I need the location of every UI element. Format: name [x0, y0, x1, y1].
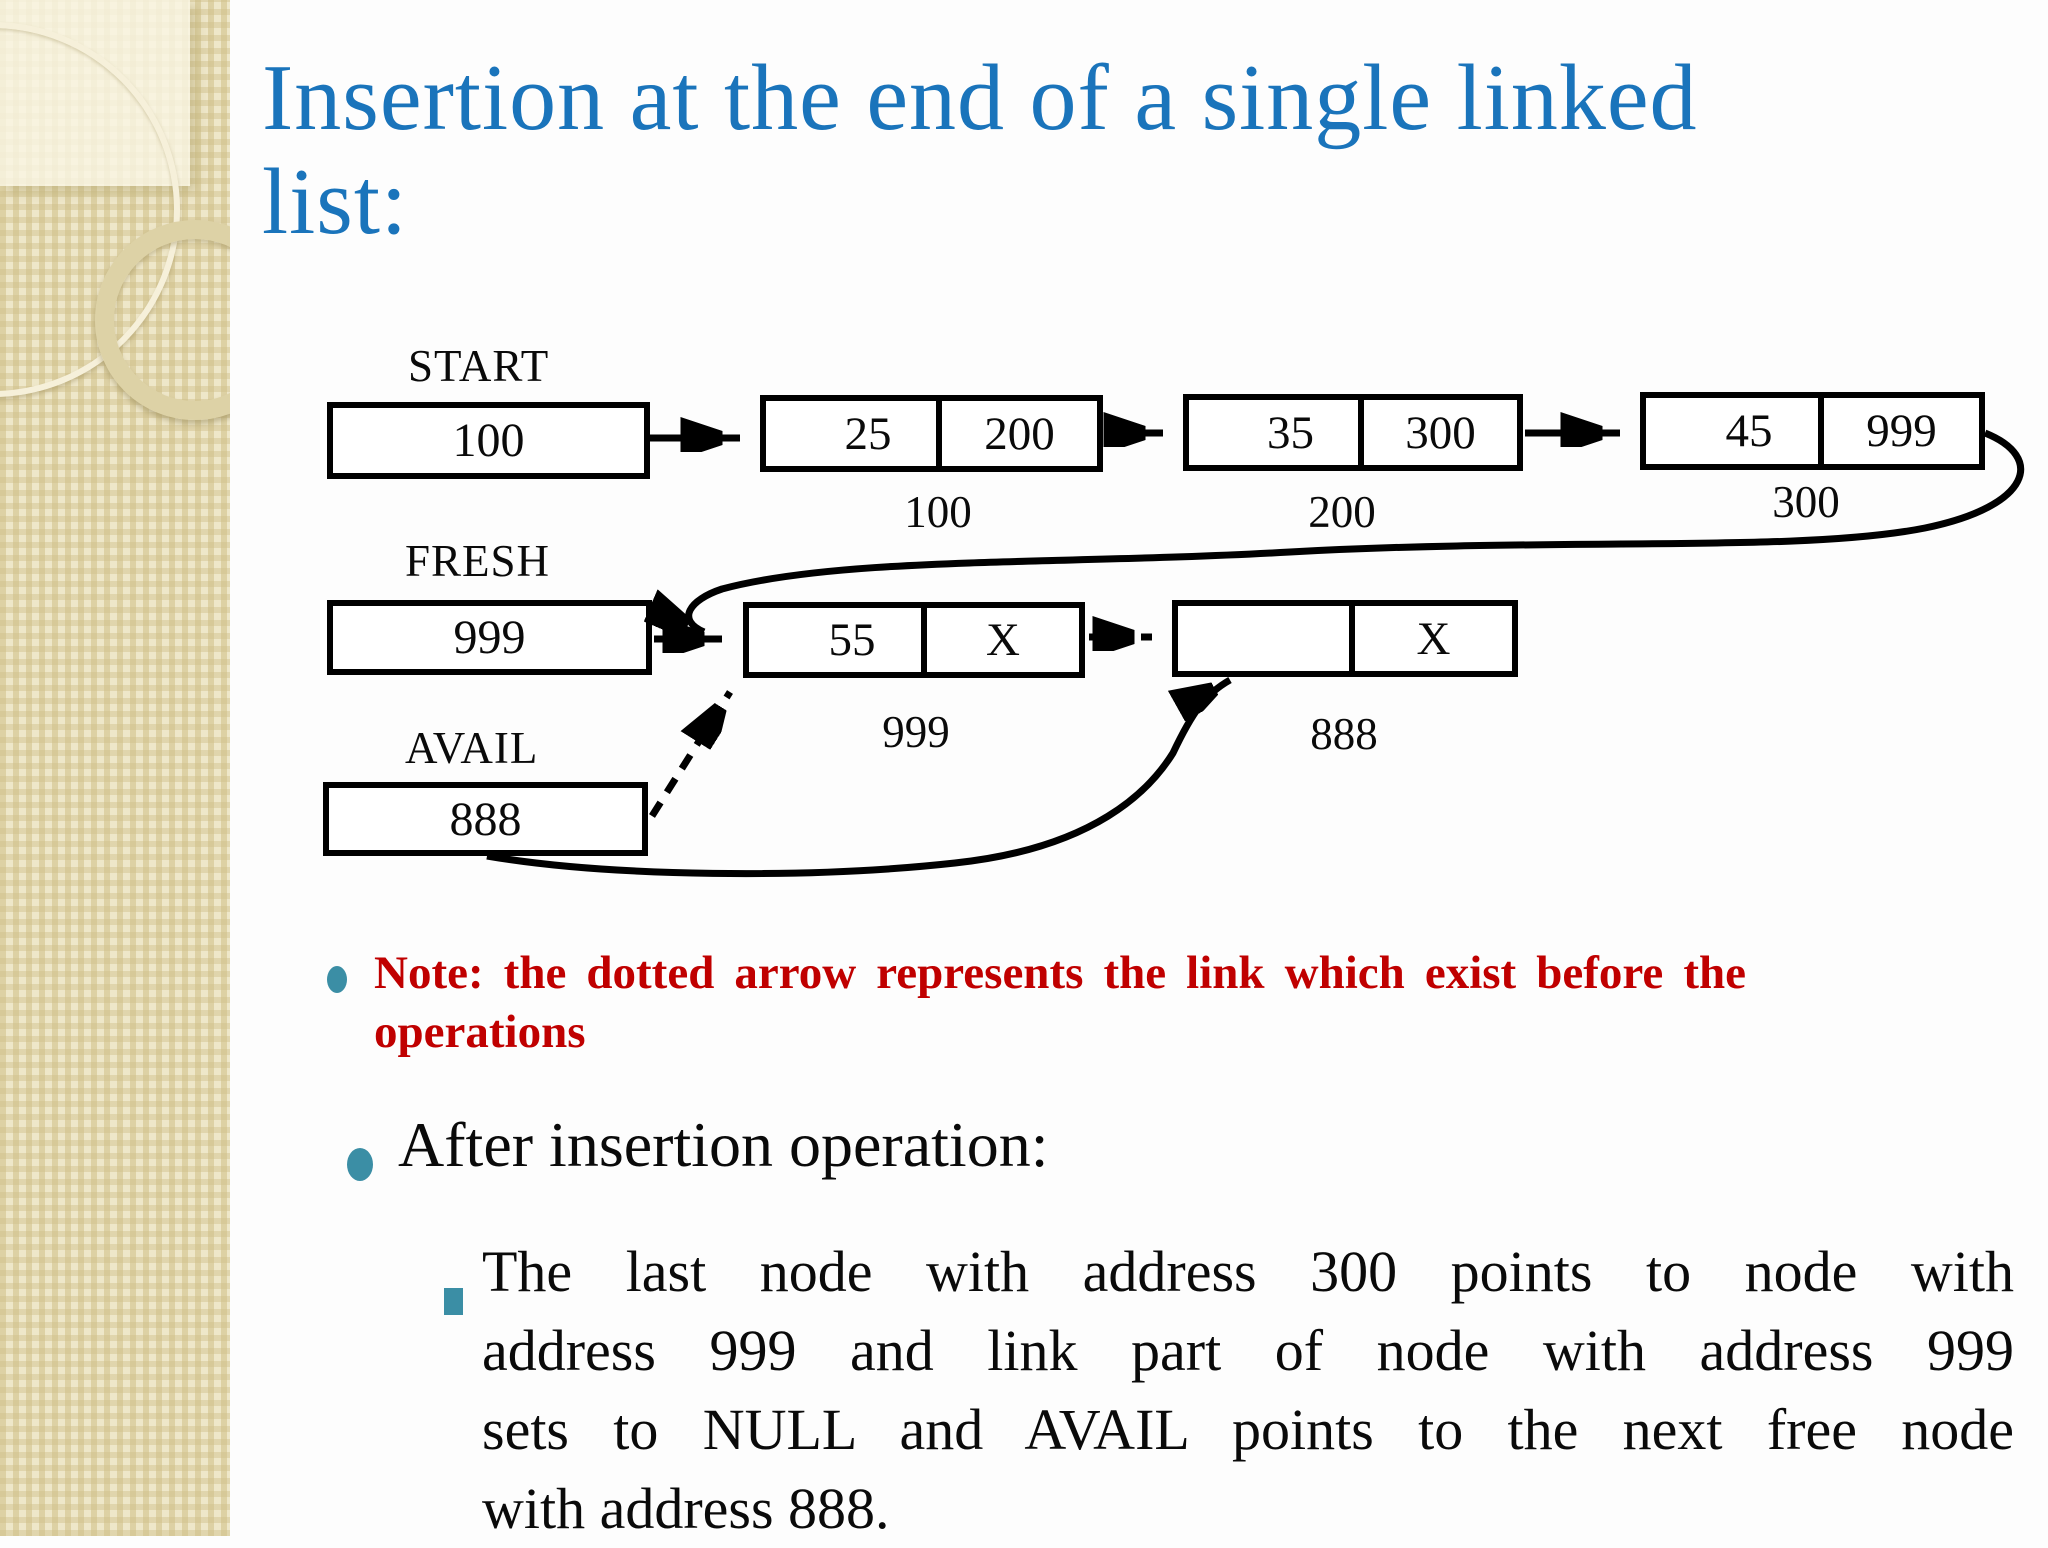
- node-300-data-cell: 45: [1725, 405, 1773, 457]
- address-label-200: 200: [1308, 487, 1376, 537]
- start-pointer-value: 100: [452, 414, 525, 467]
- node-address-300: 45 999: [1640, 392, 1985, 470]
- start-pointer-box: 100: [327, 402, 650, 479]
- detail-line1: The last node with address 300 points to…: [482, 1239, 2014, 1304]
- avail-pointer-box: 888: [323, 782, 648, 856]
- after-bullet-icon: [347, 1148, 373, 1181]
- node-200-link-cell: 300: [1358, 400, 1517, 465]
- address-label-999: 999: [882, 707, 950, 757]
- slide-title-line1: Insertion at the end of a single linked: [262, 46, 1698, 150]
- node-200-data-cell: 35: [1267, 406, 1314, 459]
- detail-line4: with address 888.: [482, 1476, 890, 1541]
- node-address-100: 25 200: [760, 395, 1103, 472]
- avail-pointer-label: AVAIL: [405, 723, 539, 773]
- node-address-200: 35 300: [1183, 394, 1523, 471]
- slide-title-line2: list:: [262, 150, 409, 255]
- note-line1: Note: the dotted arrow represents the li…: [374, 947, 1746, 999]
- dashed-arrow-avail-to-node999: [649, 690, 733, 818]
- note-bullet-icon: [327, 966, 347, 993]
- node-888-link-cell: X: [1349, 606, 1512, 671]
- fresh-pointer-label: FRESH: [405, 536, 551, 586]
- node-100-link-cell: 200: [936, 401, 1097, 466]
- note-line2: operations: [374, 1006, 586, 1058]
- address-label-888: 888: [1310, 709, 1378, 759]
- address-label-100: 100: [904, 487, 972, 537]
- fresh-pointer-value: 999: [453, 611, 526, 664]
- address-label-300: 300: [1772, 477, 1840, 527]
- detail-line3: sets to NULL and AVAIL points to the nex…: [482, 1397, 2014, 1462]
- node-300-link-cell: 999: [1818, 398, 1979, 464]
- avail-pointer-value: 888: [449, 792, 522, 846]
- node-888-data-cell: [1178, 606, 1349, 671]
- detail-text: The last node with address 300 points to…: [482, 1232, 2014, 1548]
- node-address-999: 55 X: [743, 602, 1085, 678]
- detail-line2: address 999 and link part of node with a…: [482, 1318, 2014, 1383]
- node-100-data-cell: 25: [844, 407, 892, 460]
- node-999-data-cell: 55: [828, 614, 876, 666]
- decorative-sidebar: [0, 0, 230, 1536]
- fresh-pointer-box: 999: [327, 600, 652, 675]
- node-address-888: X: [1172, 600, 1518, 677]
- start-pointer-label: START: [408, 341, 550, 391]
- slide-title: Insertion at the end of a single linked …: [262, 46, 2022, 255]
- node-999-link-cell: X: [921, 608, 1079, 672]
- note-text: Note: the dotted arrow represents the li…: [374, 944, 1746, 1062]
- detail-bullet-icon: [444, 1288, 463, 1315]
- after-insertion-heading: After insertion operation:: [398, 1109, 1049, 1180]
